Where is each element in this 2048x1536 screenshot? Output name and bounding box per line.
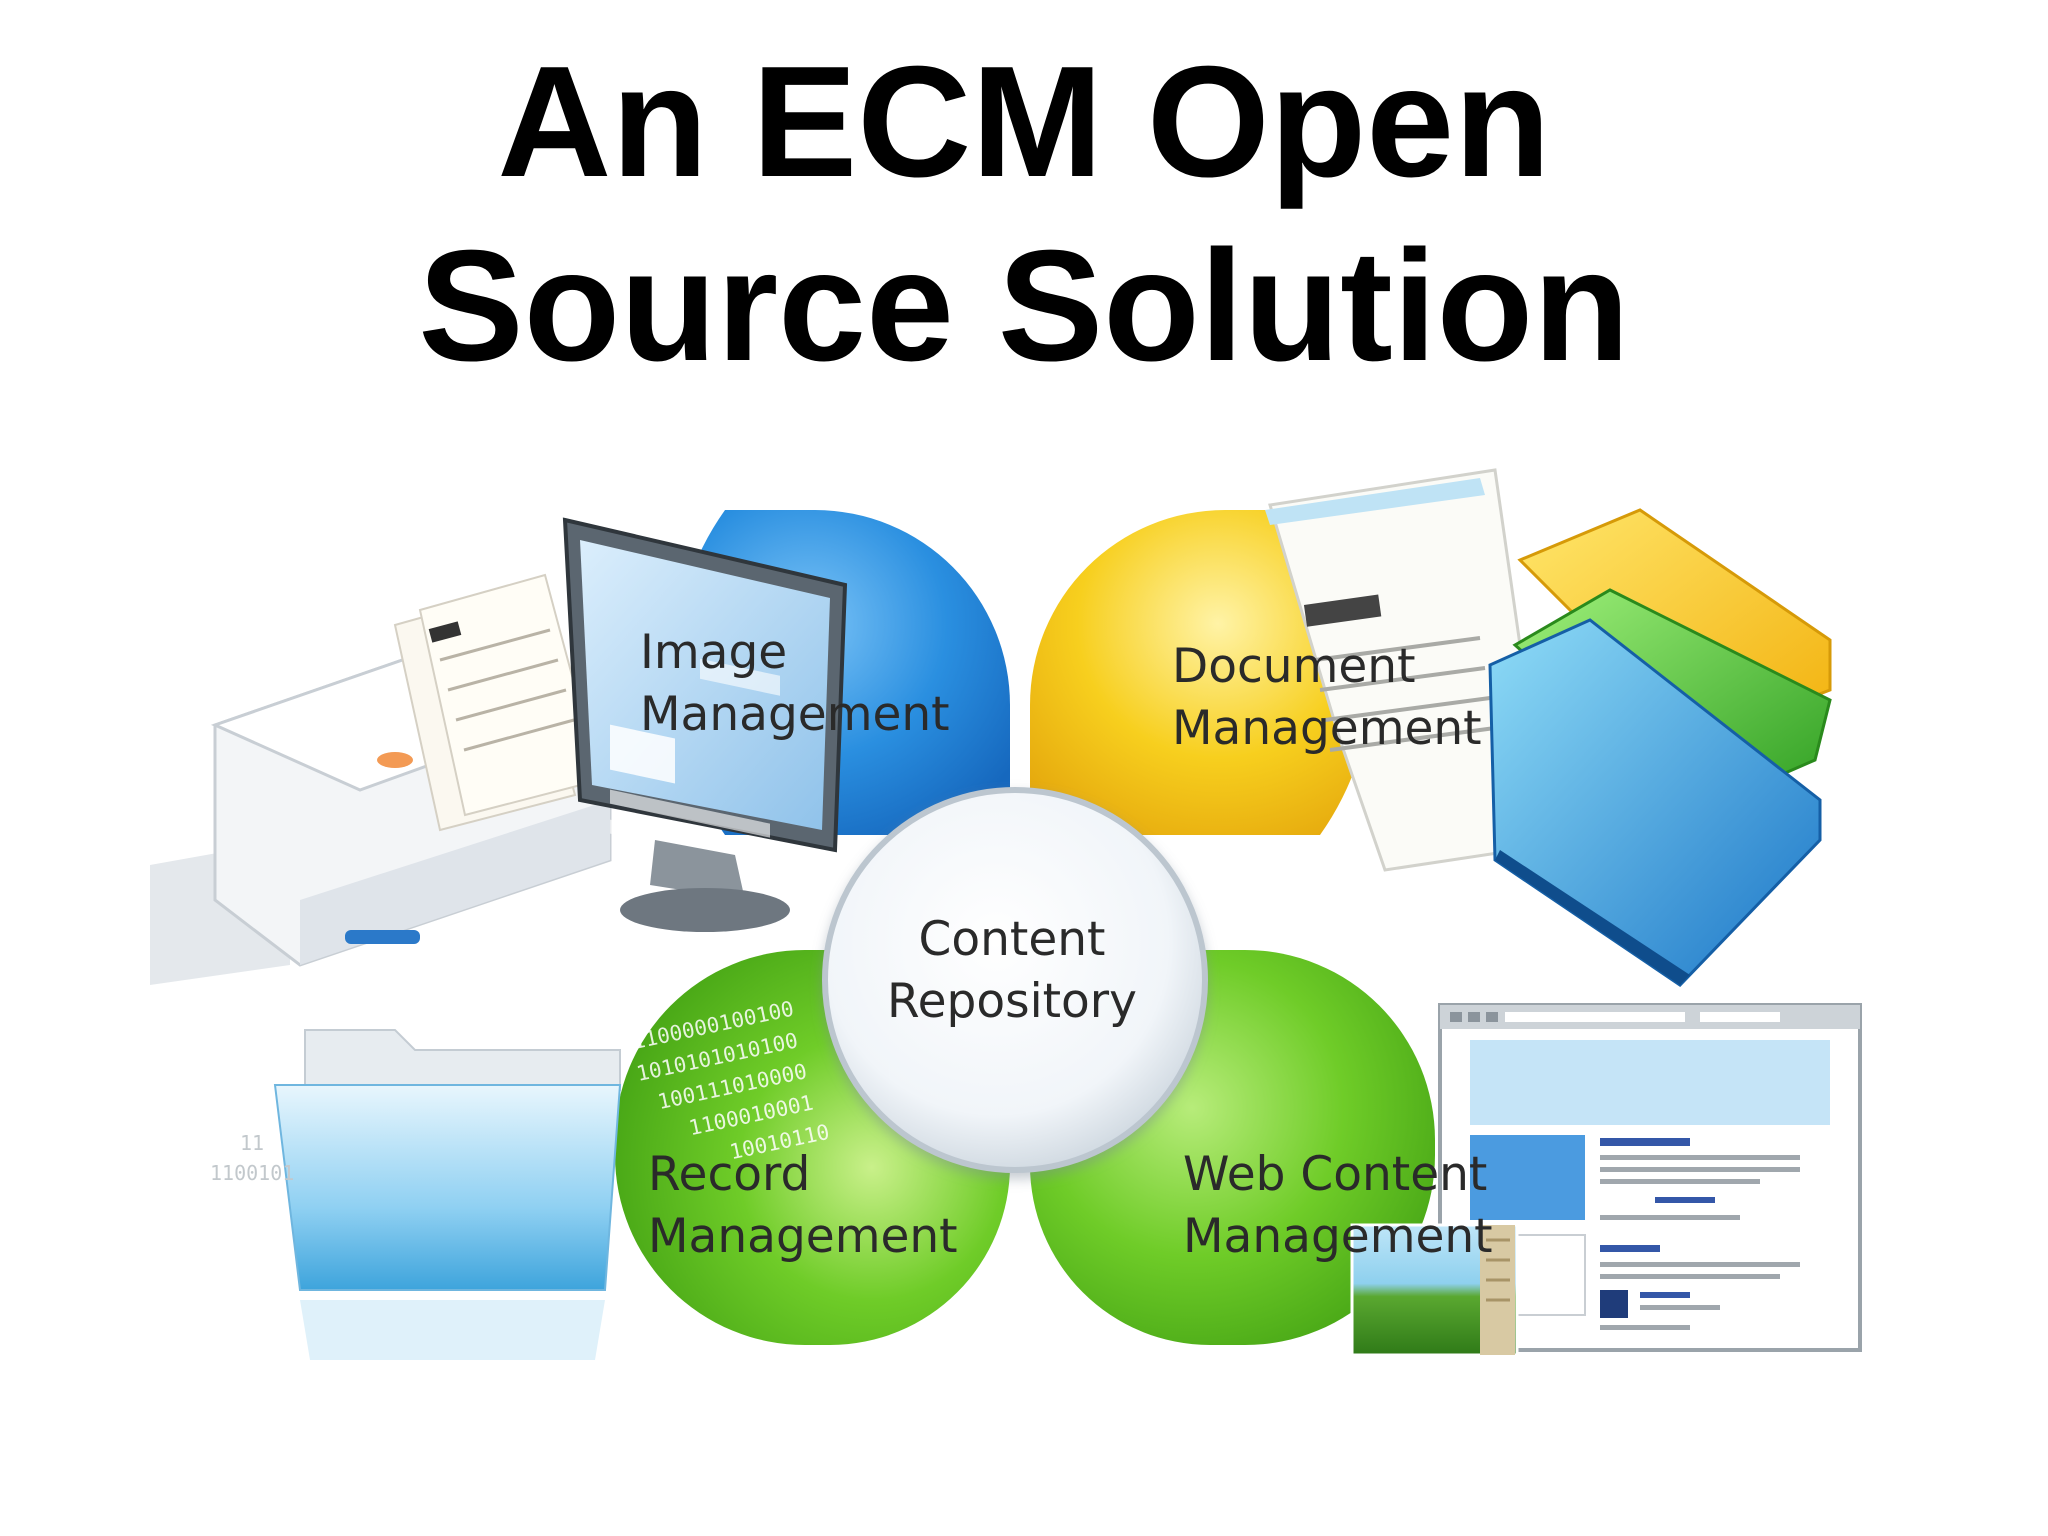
web-browser-window-icon (1350, 1003, 1862, 1357)
svg-text:1100101: 1100101 (210, 1161, 294, 1185)
hub-label-line-2: Repository (887, 974, 1137, 1029)
scanner-icon (150, 573, 615, 985)
document-management-petal (1030, 510, 1372, 835)
image-management-label-line-1: Image (640, 625, 787, 680)
web-content-management-label-line-2: Management (1183, 1209, 1493, 1264)
title-line-1: An ECM Open (497, 34, 1551, 210)
record-management-label-line-2: Management (648, 1209, 958, 1264)
image-management-label-line-2: Management (640, 687, 950, 742)
image-management-label: Image Management (640, 625, 950, 742)
document-management-label-line-2: Management (1172, 701, 1482, 756)
slide-title: An ECM Open Source Solution (0, 30, 2048, 398)
content-repository-hub: Content Repository (822, 787, 1208, 1173)
file-folder-icon: 1100101 11 (210, 1029, 622, 1360)
record-management-label-line-1: Record (648, 1147, 810, 1202)
document-management-label-line-1: Document (1172, 639, 1416, 694)
record-management-label: Record Management (648, 1147, 958, 1264)
title-line-2: Source Solution (418, 218, 1630, 394)
document-management-label: Document Management (1172, 639, 1482, 756)
computer-monitor-icon (562, 517, 848, 932)
web-content-management-label-line-1: Web Content (1183, 1147, 1487, 1202)
web-content-management-label: Web Content Management (1183, 1147, 1493, 1264)
svg-text:11: 11 (240, 1131, 264, 1155)
binder-folders-icon (1488, 508, 1832, 987)
hub-label-line-1: Content (919, 912, 1106, 967)
